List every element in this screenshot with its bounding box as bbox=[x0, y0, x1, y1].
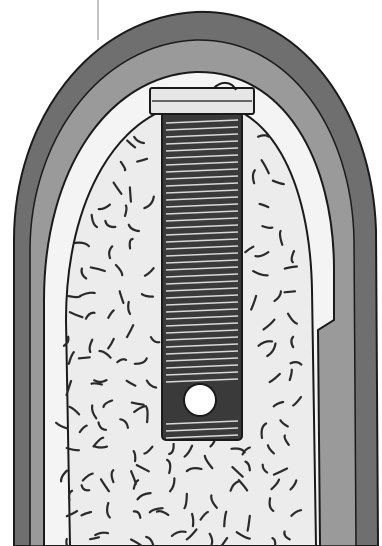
apical-hole bbox=[184, 384, 216, 416]
trabecula-stroke bbox=[130, 187, 131, 201]
trabecula-stroke bbox=[92, 383, 102, 384]
trabecula-stroke bbox=[192, 514, 193, 526]
trabecula-stroke bbox=[69, 296, 81, 297]
trabecula-stroke bbox=[79, 357, 90, 358]
trabecula-stroke bbox=[94, 446, 108, 447]
trabecula-stroke bbox=[147, 408, 148, 422]
trabecula-stroke bbox=[285, 291, 296, 292]
